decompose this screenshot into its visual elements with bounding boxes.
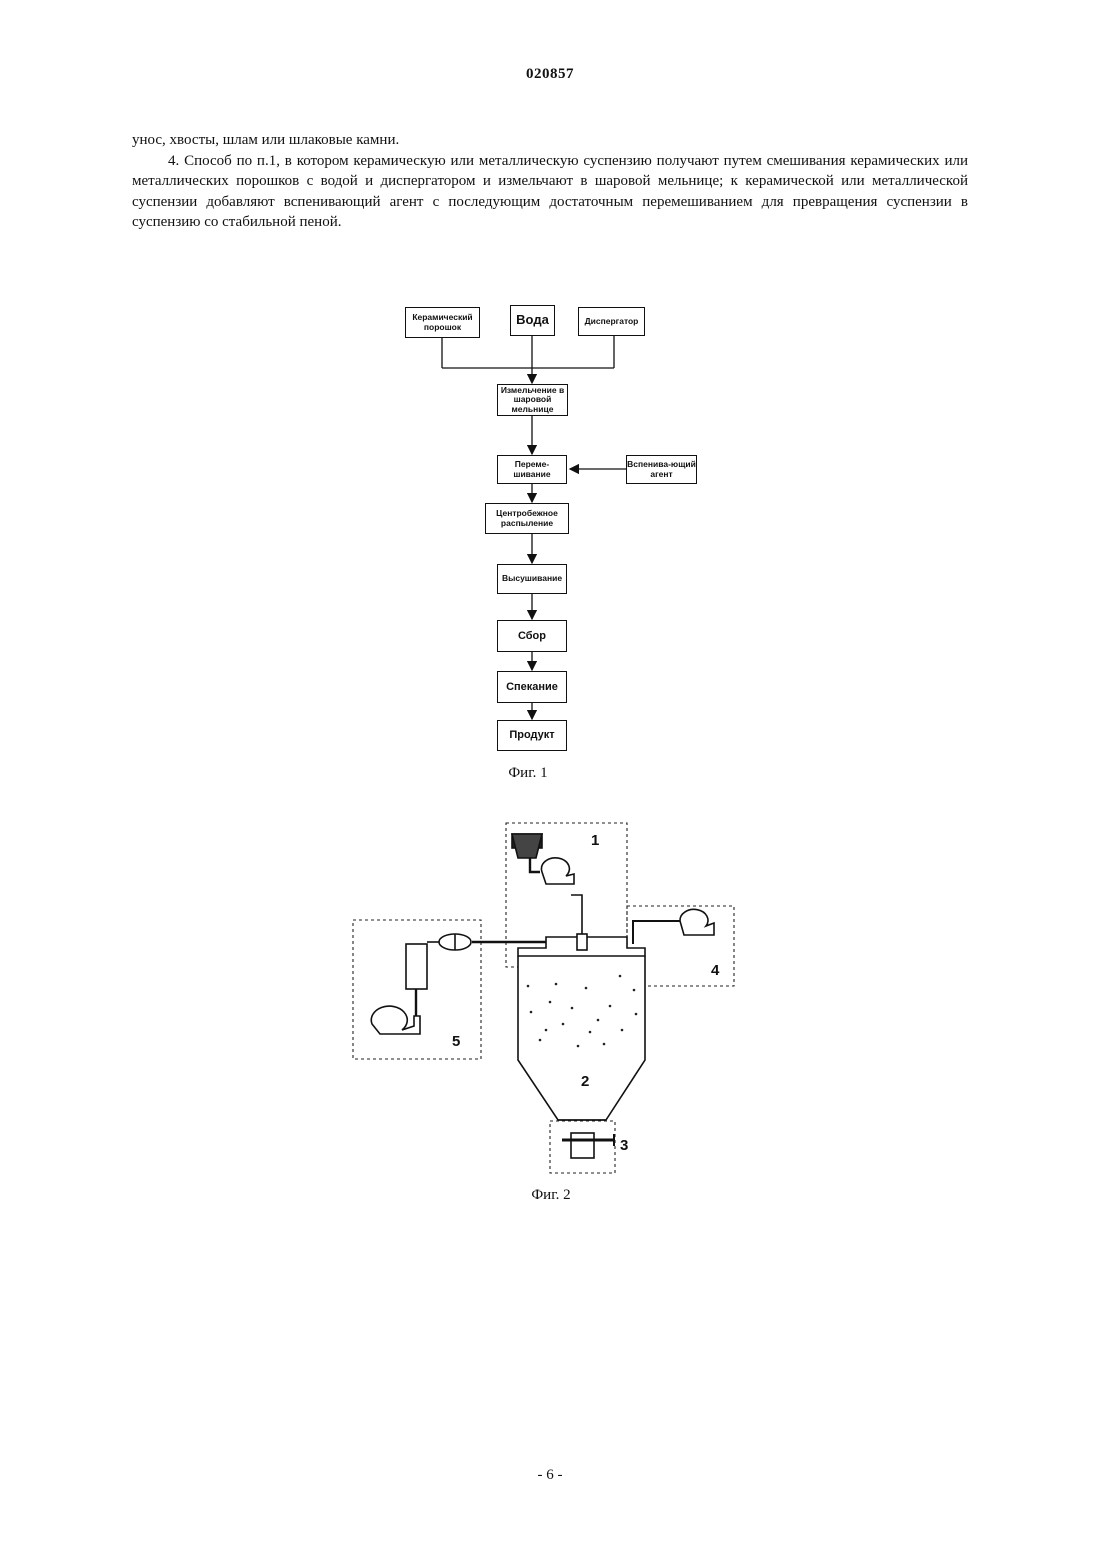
feed-pump — [541, 858, 574, 884]
figure-2-caption: Фиг. 2 — [451, 1187, 651, 1204]
drying-chamber — [518, 956, 645, 1120]
label-1: 1 — [591, 832, 599, 849]
air-heater — [406, 944, 427, 989]
collector-vessel — [571, 1133, 594, 1158]
page-number: - 6 - — [0, 1467, 1100, 1484]
atomizer-nozzle — [577, 934, 587, 950]
supply-fan — [371, 1006, 420, 1034]
label-2: 2 — [581, 1073, 589, 1090]
exhaust-fan — [680, 909, 714, 935]
label-4: 4 — [711, 962, 719, 979]
label-3: 3 — [620, 1137, 628, 1154]
label-5: 5 — [452, 1033, 460, 1050]
